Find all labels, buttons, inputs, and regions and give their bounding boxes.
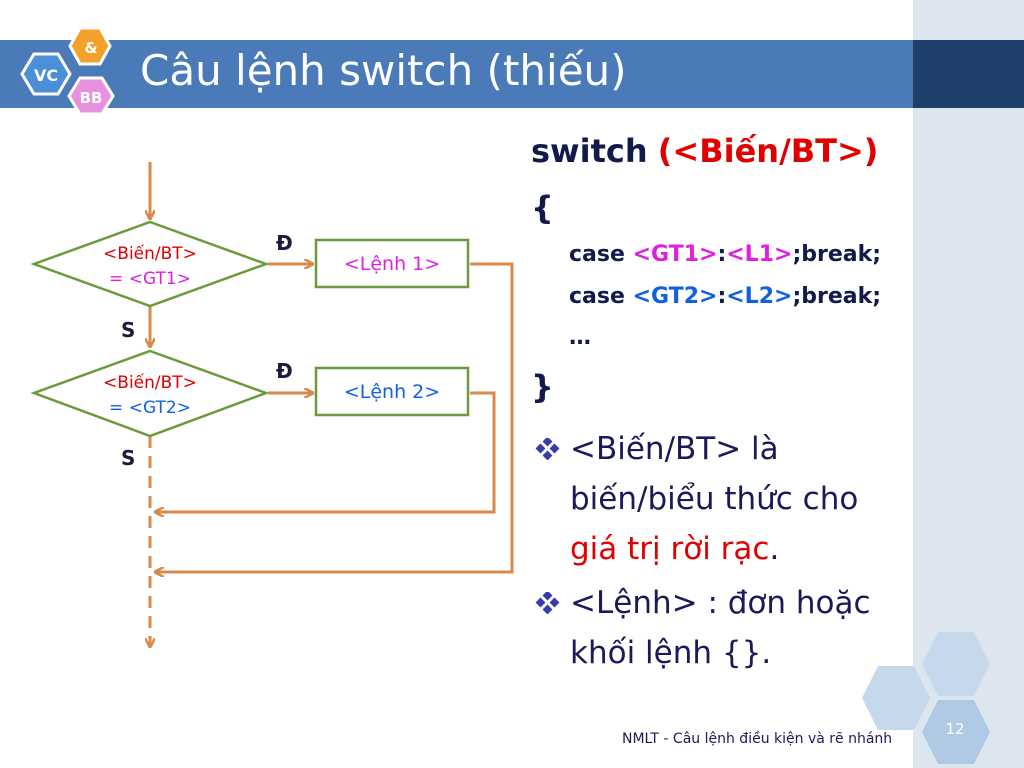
cond2-line2: = <GT2>	[109, 398, 191, 418]
exit-arrow-1	[156, 262, 514, 572]
bullet-1-highlight: giá trị rời rạc	[570, 531, 770, 567]
logo-icon: & VC BB	[20, 26, 115, 116]
case-keyword: case	[569, 284, 625, 309]
bullet-1-period: .	[769, 531, 780, 567]
case-keyword: case	[569, 242, 625, 267]
case-line-1: case <GT1>:<L1>;break;	[569, 242, 881, 267]
title-bar	[0, 40, 913, 108]
case1-break: ;break;	[792, 242, 882, 267]
title-bar-dark-end	[913, 40, 1024, 108]
switch-flowchart: <Biến/BT> = <GT1> <Biến/BT> = <GT2> <Lện…	[30, 162, 514, 680]
page-number: 12	[945, 720, 965, 738]
case1-colon: :	[717, 242, 727, 267]
bullet-1-line2: biến/biểu thức cho	[570, 481, 859, 517]
true-label-2: Đ	[276, 359, 293, 383]
false-label-2: S	[121, 446, 135, 470]
logo-bb: BB	[80, 89, 103, 107]
switch-argument: (<Biến/BT>)	[657, 132, 879, 170]
switch-keyword: switch	[531, 132, 648, 170]
cond1-line1: <Biến/BT>	[103, 243, 197, 264]
cond2-line1: <Biến/BT>	[103, 372, 197, 393]
statement-box-1	[314, 238, 470, 289]
case2-statement: <L2>	[726, 284, 793, 309]
exit-arrow-2	[156, 391, 496, 512]
true-label-1: Đ	[276, 231, 293, 255]
cond1-line2: = <GT1>	[109, 269, 191, 289]
bullet-2-line2: khối lệnh {}.	[570, 635, 772, 671]
box2-label: <Lệnh 2>	[344, 381, 440, 403]
open-brace: {	[531, 189, 554, 227]
diamond-bullet-icon	[535, 438, 560, 460]
hexagon-decoration	[862, 632, 990, 764]
case1-statement: <L1>	[726, 242, 793, 267]
bullet-2-line1: <Lệnh> : đơn hoặc	[570, 585, 871, 621]
case2-value: <GT2>	[632, 284, 718, 309]
logo-vc: VC	[34, 66, 58, 85]
condition-diamond-2	[30, 349, 270, 438]
ellipsis: …	[569, 325, 591, 350]
case-line-2: case <GT2>:<L2>;break;	[569, 284, 881, 309]
box1-label: <Lệnh 1>	[344, 253, 440, 275]
condition-diamond-1	[30, 220, 270, 308]
switch-line: switch (<Biến/BT>)	[531, 132, 878, 170]
slide-title: Câu lệnh switch (thiếu)	[140, 46, 627, 95]
case2-colon: :	[717, 284, 727, 309]
case2-break: ;break;	[792, 284, 882, 309]
false-label-1: S	[121, 318, 135, 342]
case1-value: <GT1>	[632, 242, 718, 267]
bullet-1-line1: <Biến/BT> là	[570, 431, 779, 467]
footer-text: NMLT - Câu lệnh điều kiện và rẽ nhánh	[622, 731, 893, 747]
logo-ampersand: &	[84, 39, 97, 57]
close-brace: }	[531, 368, 554, 406]
statement-box-2	[314, 366, 470, 417]
diamond-bullet-icon	[535, 592, 560, 614]
